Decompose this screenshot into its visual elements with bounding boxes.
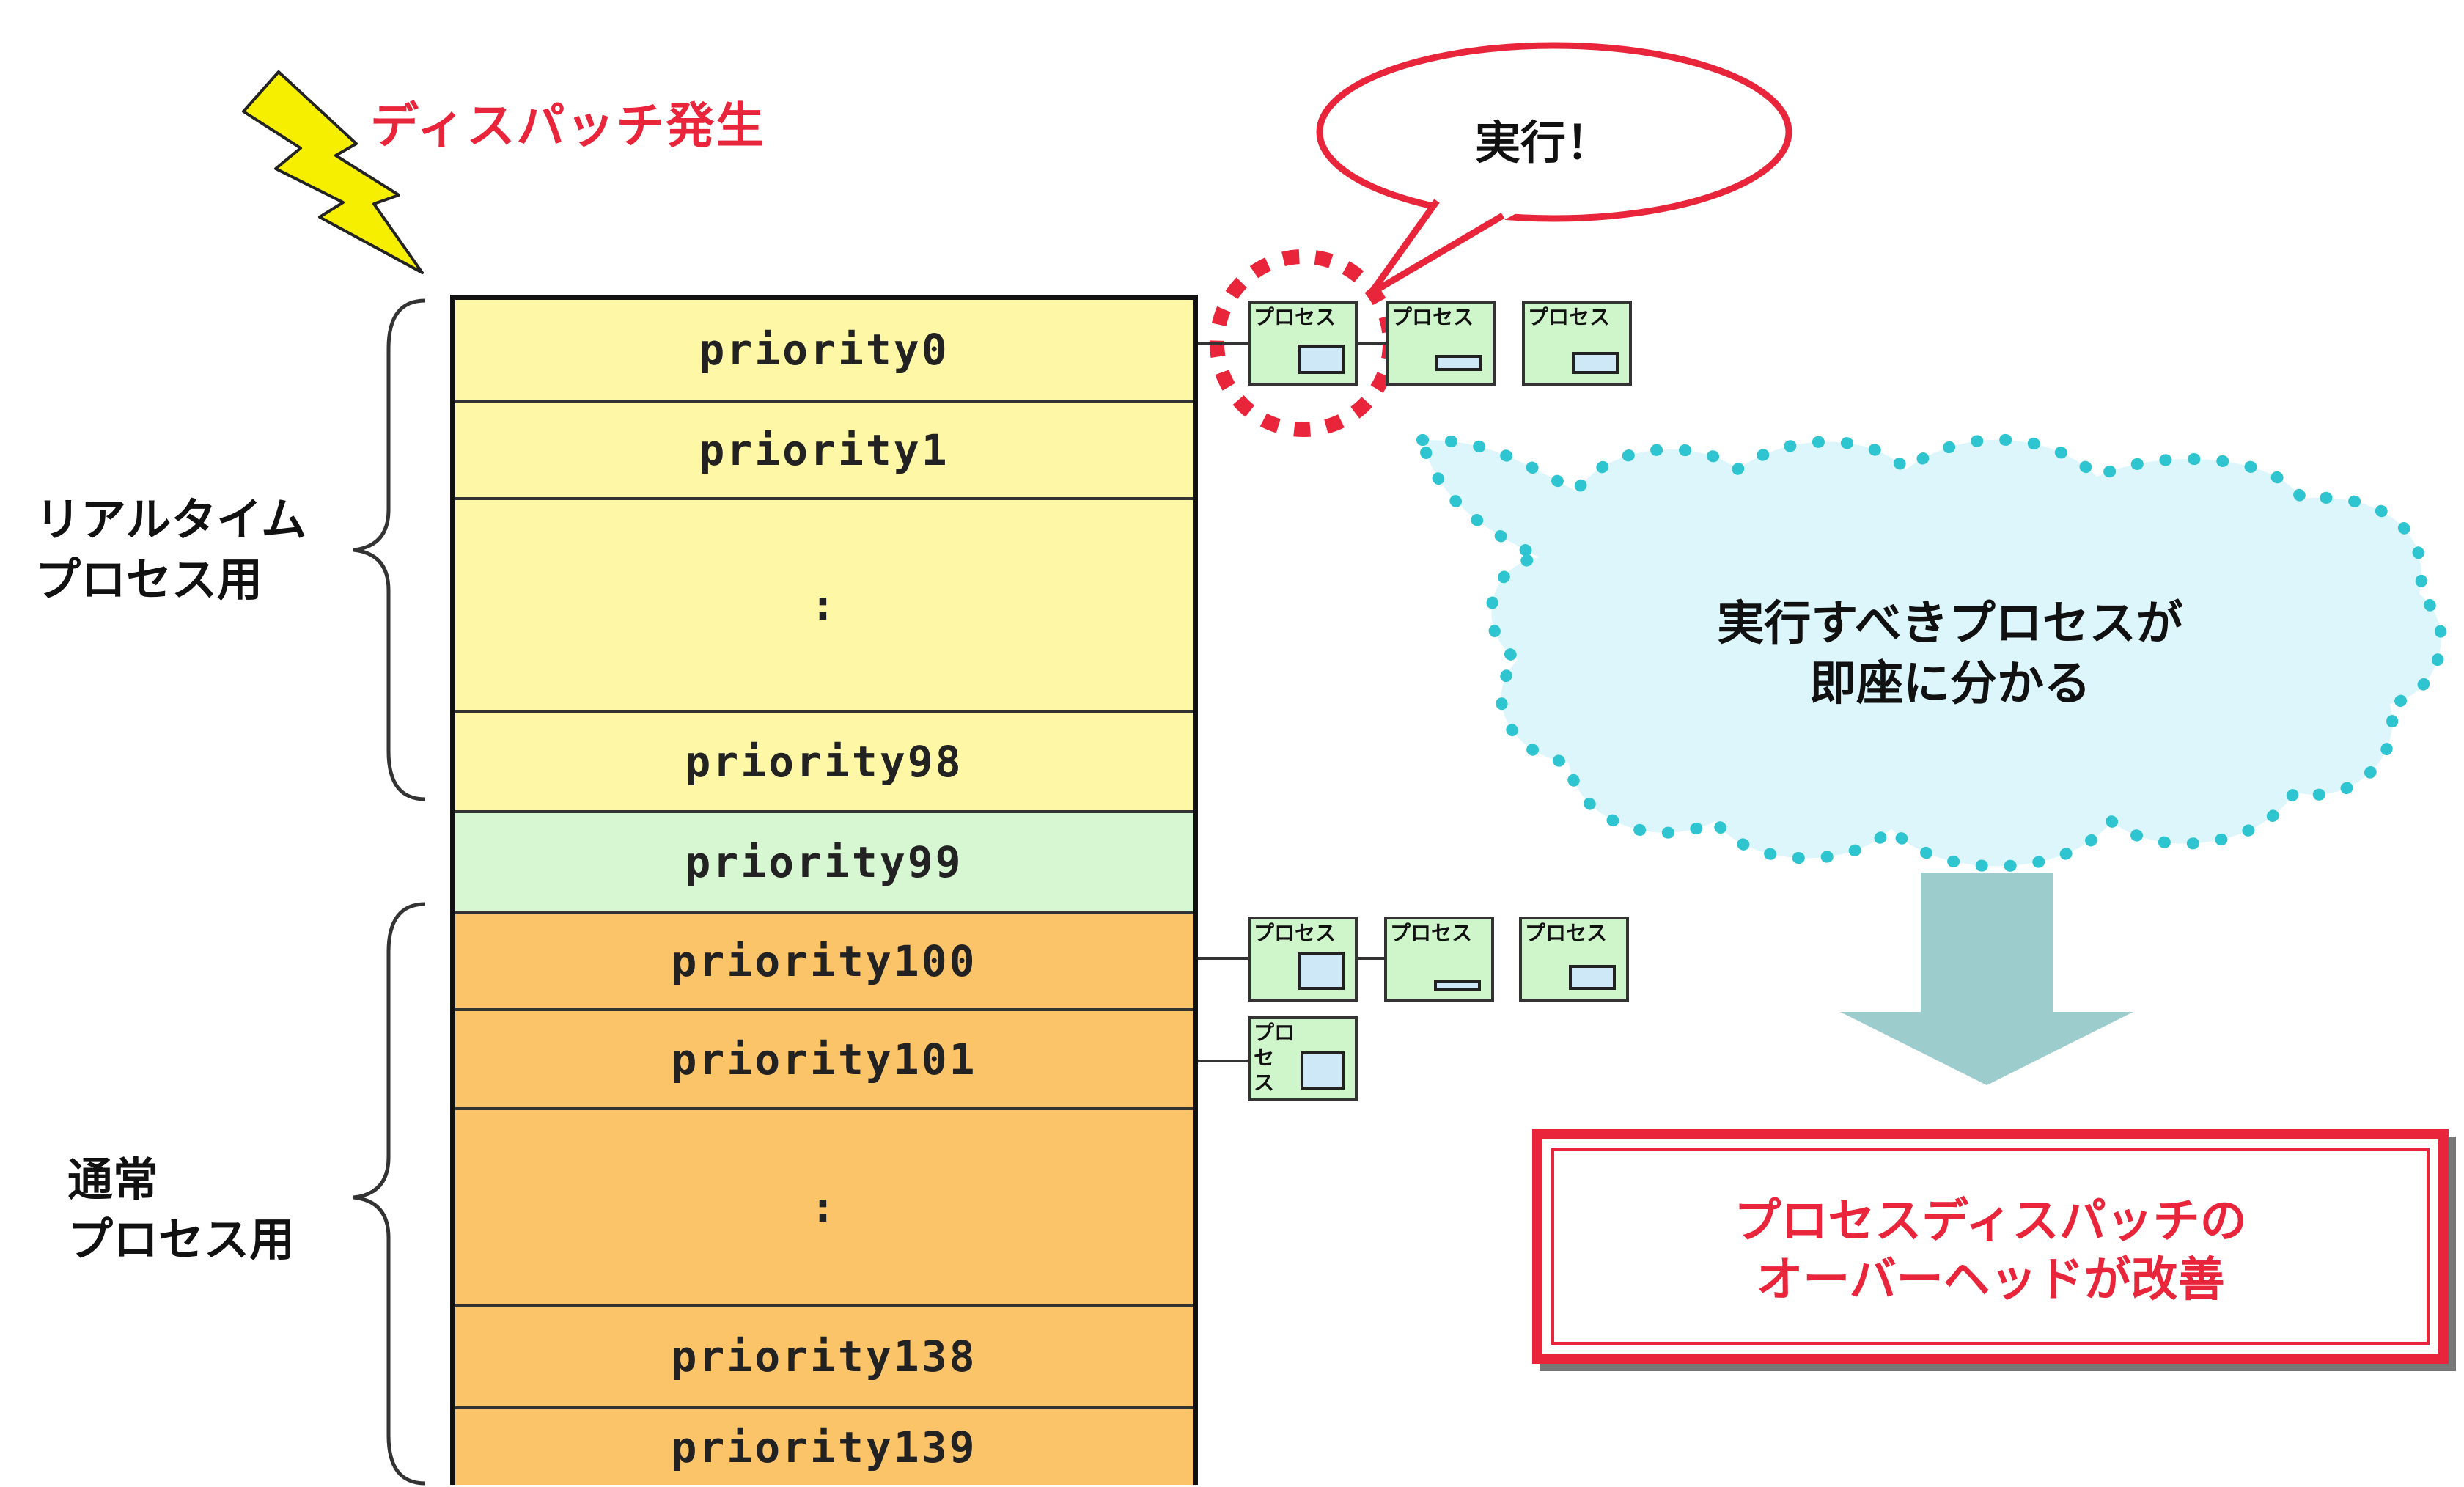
result-text-line1: プロセスディスパッチの: [1734, 1194, 2247, 1249]
priority-row: priority99: [455, 813, 1193, 914]
realtime-label-line1: リアルタイム: [35, 493, 307, 546]
priority-row: priority1: [455, 403, 1193, 500]
priority-row-ellipsis: :: [455, 1110, 1193, 1307]
result-text-line2: オーバーヘッドが改善: [1756, 1253, 2225, 1307]
insight-cloud: [1414, 433, 2447, 873]
priority-row: priority101: [455, 1011, 1193, 1110]
cloud-text: 実行すべきプロセスが 即座に分かる: [1650, 594, 2251, 714]
priority-queue-table: priority0 priority1 : priority98 priorit…: [450, 295, 1198, 1485]
speech-bubble-text: 実行！: [1475, 116, 1612, 169]
process-node: プロセス: [1386, 301, 1496, 386]
process-node: プロセス: [1248, 301, 1358, 386]
process-label: プロセス: [1525, 921, 1608, 945]
down-arrow: [1840, 873, 2133, 1085]
process-label-part2: ス: [1254, 1071, 1275, 1095]
priority-row-ellipsis: :: [455, 500, 1193, 713]
priority-row: priority98: [455, 713, 1193, 813]
result-text: プロセスディスパッチの オーバーヘッドが改善: [1542, 1192, 2438, 1310]
window-icon: [1434, 980, 1481, 991]
priority-row: priority100: [455, 914, 1193, 1011]
normal-label-line1: 通常: [67, 1153, 159, 1206]
process-node: プロセ ス: [1248, 1016, 1358, 1101]
window-icon: [1569, 965, 1616, 990]
process-label: プロセス: [1391, 305, 1474, 329]
normal-brace: [353, 902, 426, 1486]
process-label-part1: プロセ: [1254, 1021, 1295, 1070]
process-label: プロセス: [1254, 921, 1336, 945]
cloud-text-line1: 実行すべきプロセスが: [1717, 597, 2183, 651]
realtime-brace: [353, 298, 426, 801]
cloud-text-line2: 即座に分かる: [1809, 657, 2091, 711]
lightning-icon: [242, 70, 424, 274]
queue-connector: [1198, 1060, 1251, 1062]
window-icon: [1435, 355, 1482, 371]
window-icon: [1298, 345, 1345, 374]
process-label: プロセ ス: [1254, 1021, 1312, 1095]
normal-label-line2: プロセス用: [67, 1213, 295, 1266]
priority-row: priority138: [455, 1307, 1193, 1409]
dispatch-event-label: ディスパッチ発生: [370, 98, 766, 154]
priority-row: priority139: [455, 1409, 1193, 1485]
realtime-label-line2: プロセス用: [35, 553, 263, 606]
process-node: プロセス: [1384, 917, 1494, 1002]
normal-group-label: 通常 プロセス用: [67, 1150, 295, 1270]
process-label: プロセス: [1254, 305, 1336, 329]
process-label: プロセス: [1390, 921, 1473, 945]
window-icon: [1301, 1051, 1345, 1090]
window-icon: [1298, 952, 1345, 990]
result-box-inner: [1551, 1148, 2430, 1345]
process-node: プロセス: [1522, 301, 1632, 386]
process-node: プロセス: [1248, 917, 1358, 1002]
window-icon: [1572, 352, 1619, 374]
realtime-group-label: リアルタイム プロセス用: [35, 490, 306, 610]
result-box: プロセスディスパッチの オーバーヘッドが改善: [1532, 1129, 2449, 1364]
speech-bubble: [1316, 42, 1792, 297]
process-label: プロセス: [1528, 305, 1611, 329]
process-node: プロセス: [1519, 917, 1629, 1002]
priority-row: priority0: [455, 300, 1193, 403]
